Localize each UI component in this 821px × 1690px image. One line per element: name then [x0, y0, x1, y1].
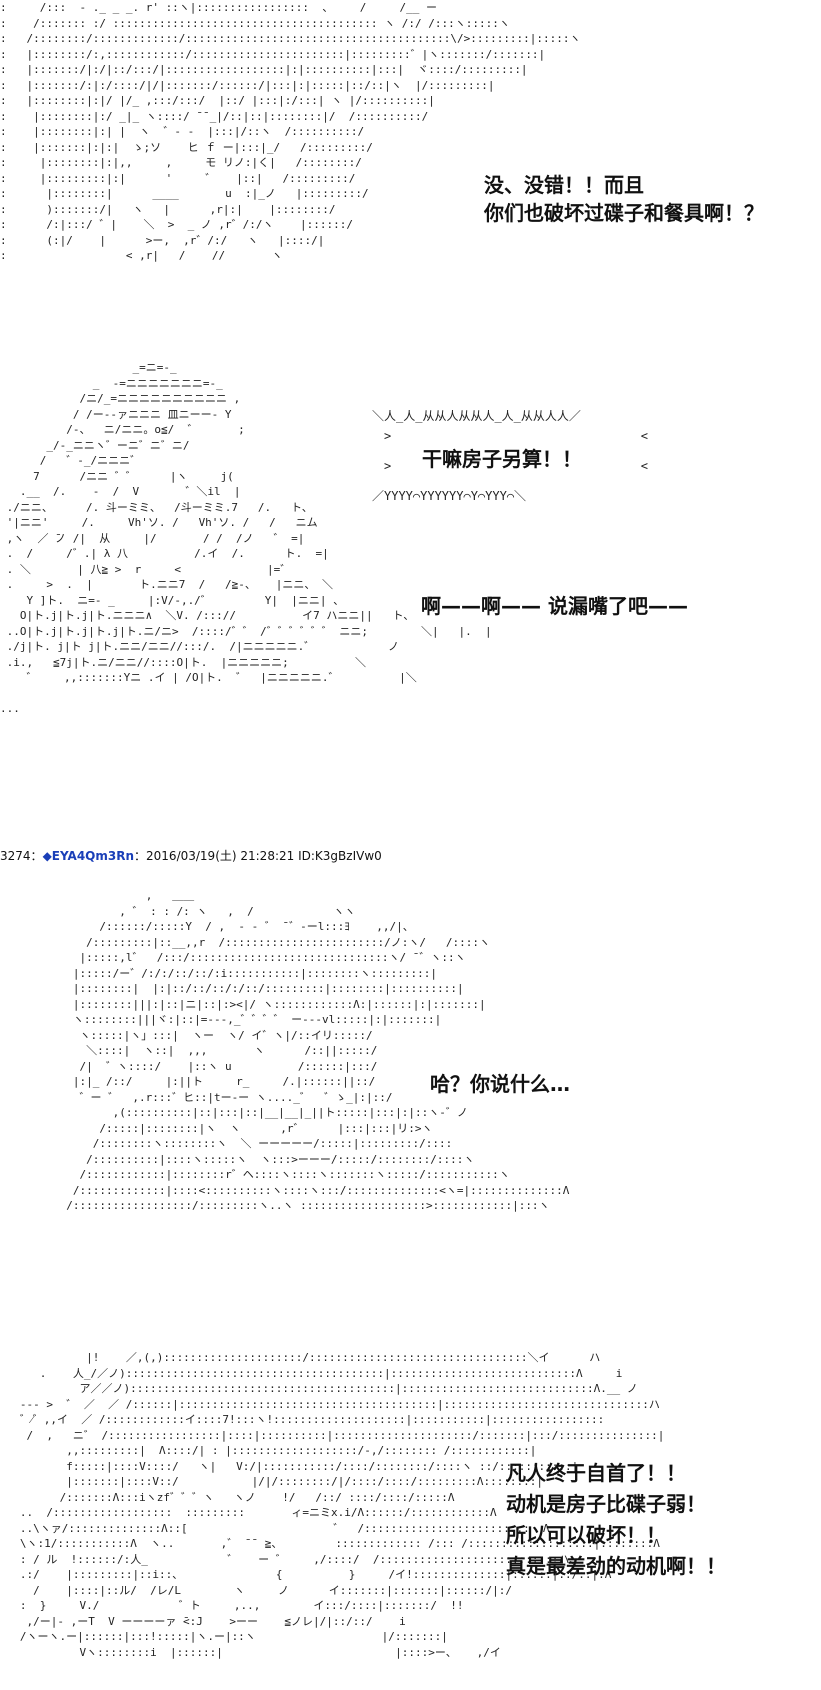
shout-border-right: <	[640, 429, 648, 443]
ascii-art-panel-2: _=ニ=-_ _ -=ニニニニニニニ=-_ /ニ/_=ニニニニニニニニニニ , …	[0, 361, 492, 715]
dialogue-panel-1: 没、没错！！而且 你们也破坏过碟子和餐具啊！？	[484, 171, 764, 227]
dialogue-line: 啊——啊—— 说漏嘴了吧——	[421, 594, 688, 618]
dialogue-line: 没、没错！！而且	[484, 173, 644, 197]
post-number: 3274	[0, 849, 31, 863]
shout-border-bottom: ／YYYY⌒YYYYYY⌒Y⌒YYY⌒＼	[372, 489, 527, 503]
dialogue-line: 动机是房子比碟子弱！	[506, 1492, 706, 1516]
shout-border-left: >	[384, 429, 392, 443]
post-date: 2016/03/19(土) 21:28:21	[146, 849, 295, 863]
dialogue-line: 哈？你说什么…	[430, 1072, 570, 1096]
ascii-art-panel-4: |! ／,(,):::::::::::::::::::::/::::::::::…	[19, 1351, 665, 1659]
dialogue-line: 你们也破坏过碟子和餐具啊！？	[484, 201, 764, 225]
post-date-separator: ：	[134, 849, 147, 863]
shout-bubble: ＼人_人_从从人从从人_人_从从人人／ > > 干嘛房子另算！！ < < ／YY…	[372, 407, 662, 505]
post-id: ID:K3gBzIVw0	[298, 849, 382, 863]
ascii-art-panel-1: : /::: - ._ _ _. r' ::ヽ|::::::::::::::::…	[0, 1, 581, 262]
shout-border-left: >	[384, 459, 392, 473]
post-tripcode[interactable]: EYA4Qm3Rn	[51, 849, 135, 863]
shout-border-top: ＼人_人_从从人从从人_人_从从人人／	[372, 409, 581, 423]
dialogue-line: 真是最差劲的动机啊！！	[506, 1554, 726, 1578]
post-separator: ：	[30, 849, 43, 863]
dialogue-panel-3: 哈？你说什么…	[430, 1070, 570, 1098]
shout-text: 干嘛房子另算！！	[422, 447, 582, 471]
dialogue-panel-4: 凡人终于自首了！！ 动机是房子比碟子弱！ 所以可以破坏！！ 真是最差劲的动机啊！…	[506, 1458, 726, 1582]
ascii-art-panel-3: , ＿＿ , ゛ : : /: ヽ , / ヽヽ /::::::/:::::Y …	[66, 889, 570, 1212]
trip-diamond-icon: ◆	[42, 849, 52, 863]
dialogue-panel-2: 啊——啊—— 说漏嘴了吧——	[421, 592, 688, 620]
post-header: 3274：◆EYA4Qm3Rn：2016/03/19(土) 21:28:21 I…	[0, 847, 382, 864]
dialogue-line: 凡人终于自首了！！	[506, 1461, 686, 1485]
dialogue-line: 所以可以破坏！！	[506, 1523, 666, 1547]
shout-border-right: <	[640, 459, 648, 473]
